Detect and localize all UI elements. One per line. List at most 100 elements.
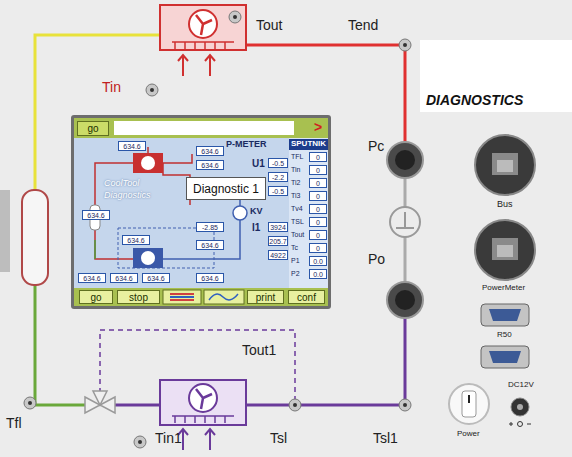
node-text: 634.6 <box>115 275 133 282</box>
port-label: Po <box>368 252 385 267</box>
sensor-point <box>24 11 411 448</box>
row-label: Tin <box>291 166 300 174</box>
table-cell: 0 <box>309 204 327 214</box>
node-text: -2.2 <box>272 174 284 181</box>
value-box: 634.6 <box>78 273 106 283</box>
node-text: 634.6 <box>201 148 219 155</box>
value-box: 634.6 <box>196 273 224 283</box>
network-socket <box>475 135 535 280</box>
node-text: 3924 <box>270 224 286 231</box>
condenser-symbol <box>160 5 246 76</box>
suction-pipe <box>115 404 160 407</box>
port-label: R50 <box>497 331 512 340</box>
node-text: go <box>90 292 101 303</box>
row-label: Ti2 <box>291 179 300 187</box>
node-text: print <box>256 292 275 303</box>
value-box: -2.2 <box>268 172 288 182</box>
sensor-label: Tout <box>256 18 282 33</box>
port-label: PowerMeter <box>482 284 525 293</box>
value-box: 634.6 <box>118 141 146 151</box>
value-box: 634.6 <box>196 146 224 156</box>
serial-port <box>481 304 529 368</box>
node-text: 0 <box>316 167 320 174</box>
tooltip-box: Diagnostic 1 <box>186 177 266 200</box>
table-cell: 0 <box>309 165 327 175</box>
node-text: conf <box>297 292 316 303</box>
node-text: go <box>87 123 98 134</box>
node-text: -0.5 <box>272 160 284 167</box>
table-cell: 0 <box>309 230 327 240</box>
table-cell: 0 <box>309 217 327 227</box>
dc-jack <box>509 398 531 427</box>
node-text: stop <box>129 292 148 303</box>
node-text: DIAGNOSTICS <box>426 92 523 108</box>
screen-button: print <box>247 290 284 304</box>
title-band <box>420 40 572 112</box>
sensor-label: Tend <box>348 18 378 33</box>
value-box: 634.6 <box>110 273 138 283</box>
row-label: P1 <box>291 257 300 265</box>
node-text: 634.6 <box>127 237 145 244</box>
receiver-symbol <box>22 190 48 285</box>
node-text: 0 <box>316 206 320 213</box>
node-text: 634.6 <box>201 242 219 249</box>
compressor-symbol <box>390 207 420 237</box>
node-text: 0 <box>316 232 320 239</box>
node-text: 205.7 <box>269 238 287 245</box>
table-cell: 0 <box>309 178 327 188</box>
node-text: -0.5 <box>272 188 284 195</box>
screen-tab: go <box>77 121 109 136</box>
table-heading: SPUTNIK <box>289 139 328 150</box>
sensor-label: Tin <box>102 80 121 95</box>
value-box: -2.85 <box>196 222 224 232</box>
value-box: 634.6 <box>122 235 150 245</box>
nav-arrow: > <box>314 120 322 135</box>
row-label: Tv4 <box>291 205 303 213</box>
valve-symbol <box>85 391 115 413</box>
sensor-label: Tsl1 <box>373 431 398 446</box>
measure-label: U1 <box>252 158 265 169</box>
frame-bar <box>0 190 10 272</box>
node-text: 0.0 <box>313 258 323 265</box>
row-label: TFL <box>291 153 303 161</box>
measure-label: KV <box>250 207 263 217</box>
table-cell: 0 <box>309 191 327 201</box>
screen-button: conf <box>288 290 325 304</box>
suction-pipe <box>246 318 405 405</box>
screen-button: go <box>79 290 113 304</box>
port-label: DC12V <box>508 381 534 390</box>
table-cell: 0 <box>309 243 327 253</box>
measure-label: I1 <box>252 222 260 233</box>
port-label: Bus <box>497 200 513 210</box>
value-box: -0.5 <box>268 186 288 196</box>
power-switch <box>449 384 489 424</box>
row-label: P2 <box>291 270 300 278</box>
port-label: Pc <box>368 139 384 154</box>
node-text: 634.6 <box>201 275 219 282</box>
node-text: 0 <box>316 219 320 226</box>
screen-logo: CoolTool Diagnostics <box>104 178 166 201</box>
node-text: 0 <box>316 245 320 252</box>
row-label: Tc <box>291 244 298 252</box>
node-text: 634.6 <box>87 212 105 219</box>
pressure-socket <box>387 142 423 318</box>
sensor-label: Tout1 <box>242 343 276 358</box>
node-text: 634.6 <box>83 275 101 282</box>
node-text: Diagnostic 1 <box>193 182 259 196</box>
value-box: 3924 <box>268 222 288 232</box>
panel-heading: P-METER <box>226 140 267 150</box>
value-box: 634.6 <box>82 210 110 220</box>
sensor-label: Tin1 <box>155 431 182 446</box>
value-box: 634.6 <box>196 160 224 170</box>
node-text: 634.6 <box>123 143 141 150</box>
table-cell: 0.0 <box>309 269 327 279</box>
row-label: Ti3 <box>291 192 300 200</box>
sensor-label: Tsl <box>270 431 287 446</box>
table-cell: 0.0 <box>309 256 327 266</box>
node-text: 0 <box>316 180 320 187</box>
value-box: 634.6 <box>196 240 224 250</box>
value-box: 634.6 <box>142 273 170 283</box>
title-band: DIAGNOSTICS <box>422 40 572 112</box>
node-text: 0 <box>316 154 320 161</box>
